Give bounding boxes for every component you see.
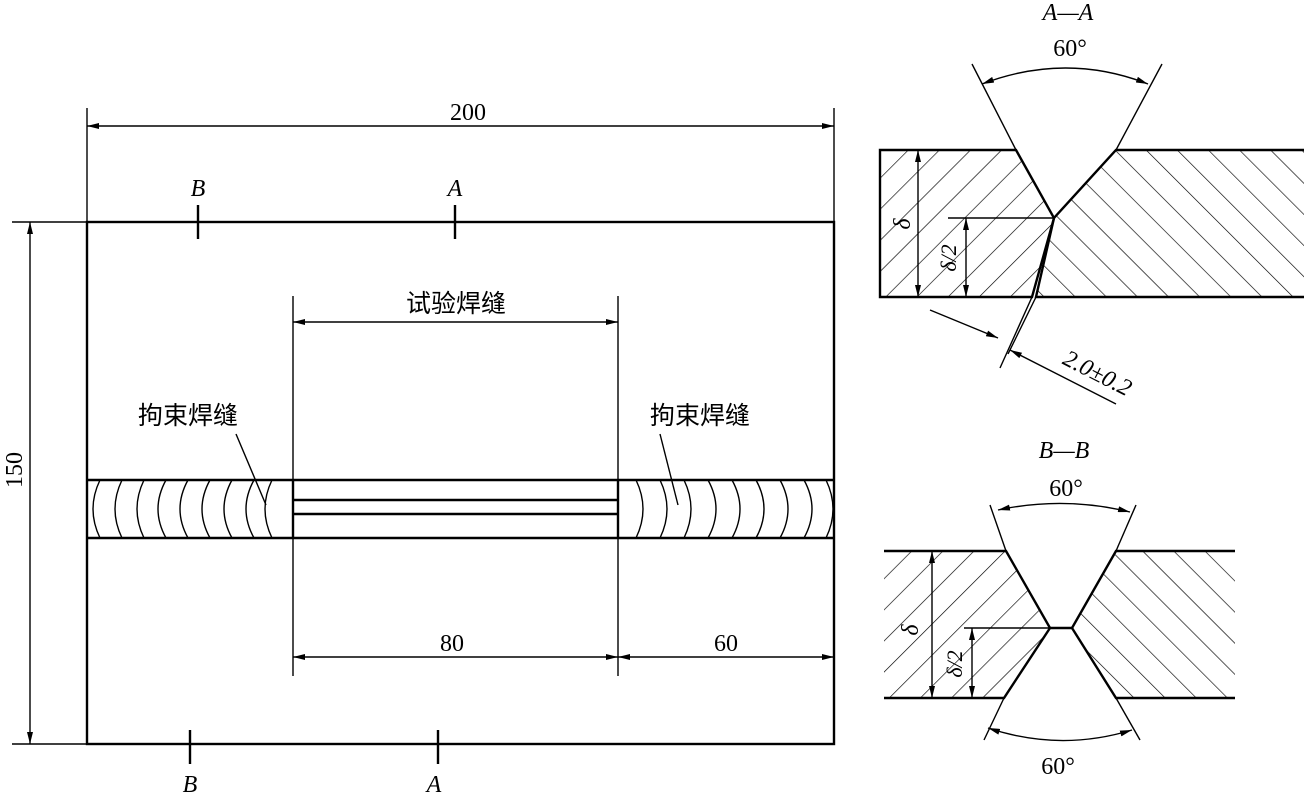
angle-arc-top xyxy=(997,502,1131,513)
root-gap-label: 2.0±0.2 xyxy=(1059,346,1136,402)
plate-left-outline xyxy=(878,148,1056,299)
half-thickness-label: δ/2 xyxy=(942,650,967,677)
angle-top-label: 60° xyxy=(1049,476,1083,502)
restraint-weld-right xyxy=(635,479,834,539)
section-b-b: B—B 60° 60° δ δ/2 xyxy=(884,438,1235,780)
root-gap-line xyxy=(1007,296,1037,355)
angle-label: 60° xyxy=(1053,36,1087,62)
leader-line xyxy=(235,433,267,506)
plate-outline xyxy=(85,220,836,746)
test-weld-label: 试验焊缝 xyxy=(406,289,506,318)
groove-extension-line xyxy=(971,63,1017,151)
thickness-label: δ xyxy=(890,218,916,230)
leader-line xyxy=(659,433,679,506)
dim-80-label: 80 xyxy=(440,631,464,657)
dim-60-label: 60 xyxy=(714,631,738,657)
groove-extension-line xyxy=(1115,63,1163,151)
groove-extension-line xyxy=(1115,697,1141,741)
section-label-a-top: A xyxy=(446,176,463,202)
section-label-b-top: B xyxy=(191,176,206,202)
groove-extension-line xyxy=(983,697,1005,741)
dim-width-label: 200 xyxy=(450,100,486,126)
root-gap-line xyxy=(999,296,1033,369)
plan-view: 200 150 B A B A xyxy=(2,100,836,796)
thickness-label: δ xyxy=(898,624,924,636)
section-a-a: A—A 60° δ δ/2 2.0±0.2 xyxy=(878,0,1304,405)
root-gap-arrow xyxy=(929,309,999,339)
section-a-title: A—A xyxy=(1041,0,1094,26)
half-thickness-label: δ/2 xyxy=(936,244,961,271)
angle-bottom-label: 60° xyxy=(1041,754,1075,780)
angle-arc-bottom xyxy=(987,727,1133,742)
section-b-title: B—B xyxy=(1039,438,1090,464)
restraint-weld-right-label: 拘束焊缝 xyxy=(650,401,750,430)
section-label-b-bottom: B xyxy=(183,772,198,796)
restraint-weld-left xyxy=(92,479,273,539)
root-gap-arrow xyxy=(1009,349,1117,405)
angle-arc xyxy=(981,67,1149,85)
groove-extension-line xyxy=(1115,504,1137,552)
dim-height-label: 150 xyxy=(2,452,28,488)
groove-extension-line xyxy=(989,504,1007,552)
restraint-weld-left-label: 拘束焊缝 xyxy=(138,401,238,430)
section-label-a-bottom: A xyxy=(425,772,442,796)
